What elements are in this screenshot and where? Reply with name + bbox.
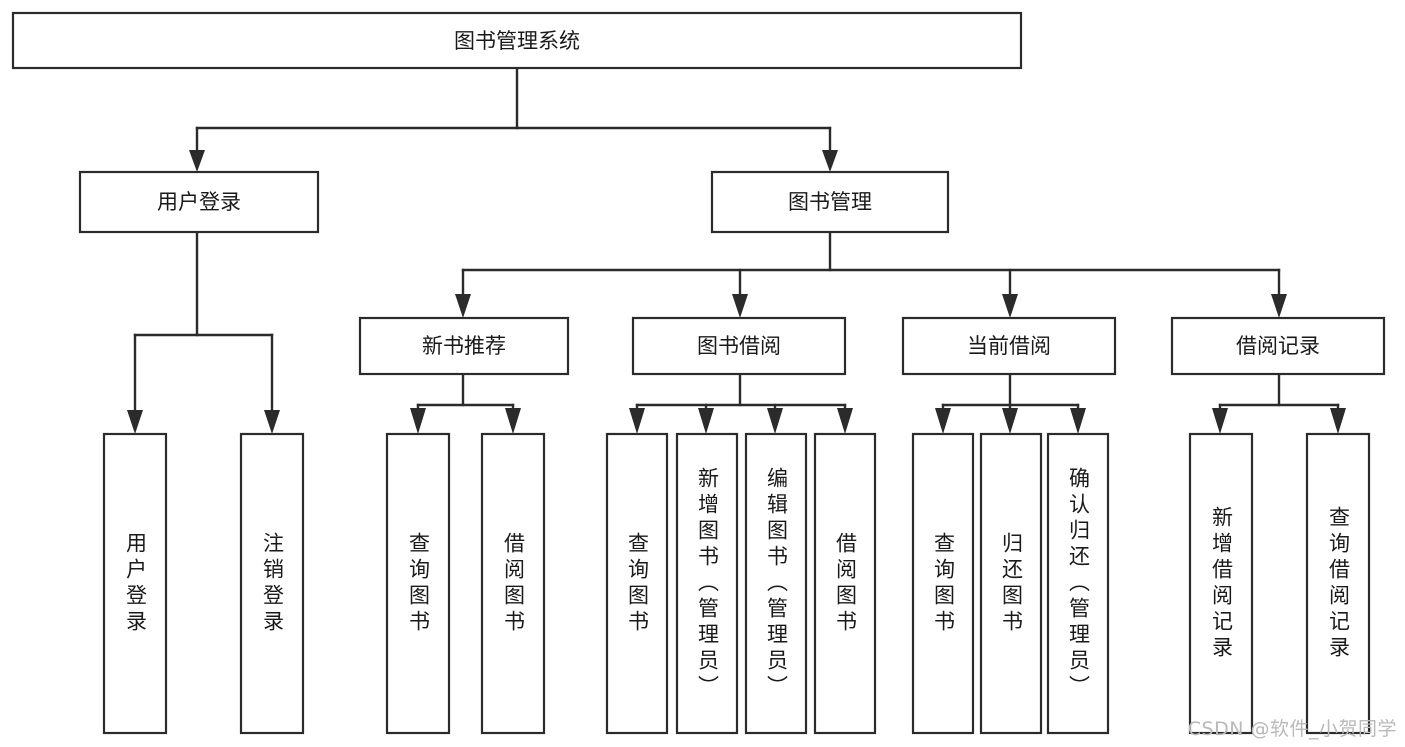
arrow-head-leaf-book-borrow-2 [767, 408, 783, 434]
arrow-head-leaf-borrow-record-1 [1330, 408, 1346, 434]
node-leaf-current-borrow-1-box[interactable] [979, 432, 1043, 735]
arrow-head-book-borrow [732, 294, 748, 318]
connector-group-current-borrow [935, 372, 1086, 434]
node-user-login-box[interactable] [78, 170, 320, 234]
node-leaf-book-borrow-3-box[interactable] [813, 432, 877, 735]
arrow-head-leaf-book-borrow-1 [698, 408, 714, 434]
node-book-borrow-label: 图书借阅 [697, 334, 781, 358]
arrow-head-leaf-book-borrow-3 [837, 408, 853, 434]
node-new-book-label: 新书推荐 [422, 334, 506, 358]
arrow-head-borrow-record [1271, 294, 1287, 318]
node-borrow-record-box[interactable] [1170, 316, 1386, 376]
arrow-head-leaf-borrow-record-0 [1212, 408, 1228, 434]
node-book-borrow-box[interactable] [631, 316, 847, 376]
node-leaf-book-borrow-0-box[interactable] [605, 432, 669, 735]
connector-group-book-borrow [629, 372, 853, 434]
arrow-head-leaf-book-borrow-0 [629, 408, 645, 434]
arrow-head-leaf-user-login-1 [264, 410, 280, 434]
node-leaf-user-login-0-box[interactable] [102, 432, 168, 735]
node-leaf-book-borrow-1-box[interactable] [675, 432, 739, 735]
arrow-head-leaf-user-login-0 [127, 410, 143, 434]
node-current-borrow-label: 当前借阅 [967, 334, 1051, 358]
connector-group-book-mgmt [455, 230, 1287, 318]
arrow-head-current-borrow [1002, 294, 1018, 318]
node-root-box[interactable] [11, 11, 1023, 70]
node-new-book-box[interactable] [358, 316, 570, 376]
node-leaf-current-borrow-0-box[interactable] [911, 432, 975, 735]
connector-group-root [189, 66, 838, 172]
node-book-mgmt-label: 图书管理 [788, 190, 872, 214]
arrow-head-user-login [189, 150, 205, 172]
arrow-head-leaf-current-borrow-2 [1070, 408, 1086, 434]
node-book-mgmt-box[interactable] [710, 170, 950, 234]
node-leaf-book-borrow-2-box[interactable] [744, 432, 808, 735]
arrow-head-leaf-current-borrow-1 [1002, 408, 1018, 434]
node-leaf-current-borrow-2-box[interactable] [1046, 432, 1110, 735]
node-leaf-user-login-1-box[interactable] [239, 432, 305, 735]
node-leaf-new-book-0-box[interactable] [385, 432, 451, 735]
connector-group-borrow-record [1212, 372, 1346, 434]
arrow-head-new-book [455, 294, 471, 318]
node-current-borrow-box[interactable] [901, 316, 1117, 376]
node-leaf-borrow-record-1-box[interactable] [1305, 432, 1371, 735]
arrow-head-leaf-current-borrow-0 [935, 408, 951, 434]
arrow-head-leaf-new-book-1 [505, 408, 521, 434]
node-root-label: 图书管理系统 [454, 29, 580, 53]
node-leaf-new-book-1-box[interactable] [480, 432, 546, 735]
arrow-head-leaf-new-book-0 [410, 408, 426, 434]
node-user-login-label: 用户登录 [157, 190, 241, 214]
arrow-head-book-mgmt [822, 150, 838, 172]
node-borrow-record-label: 借阅记录 [1236, 334, 1320, 358]
connector-group-user-login [127, 230, 280, 434]
watermark-label: CSDN @软件_小贺同学 [1187, 718, 1397, 740]
node-leaf-borrow-record-0-box[interactable] [1188, 432, 1254, 735]
connector-group-new-book [410, 372, 521, 434]
